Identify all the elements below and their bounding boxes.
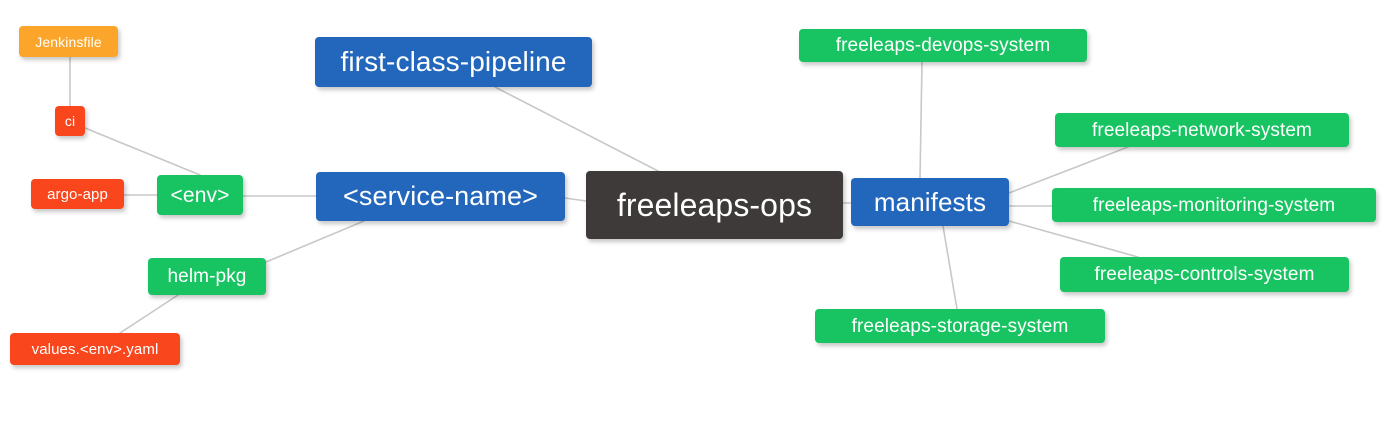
node-helm-pkg[interactable]: helm-pkg: [148, 258, 266, 295]
edge-helm-pkg-to-values-yaml: [119, 294, 179, 334]
node-freeleaps-storage-system[interactable]: freeleaps-storage-system: [815, 309, 1105, 343]
edge-manifests-to-freeleaps-controls-system: [1008, 220, 1139, 258]
node-ci[interactable]: ci: [55, 106, 85, 136]
edge-manifests-to-freeleaps-devops-system: [919, 61, 923, 179]
edge-manifests-to-freeleaps-network-system: [1008, 146, 1129, 194]
node-manifests[interactable]: manifests: [851, 178, 1009, 226]
node-service-name[interactable]: <service-name>: [316, 172, 565, 221]
node-argo-app[interactable]: argo-app: [31, 179, 124, 209]
node-values-yaml[interactable]: values.<env>.yaml: [10, 333, 180, 365]
node-first-class-pipeline[interactable]: first-class-pipeline: [315, 37, 592, 87]
edge-manifests-to-freeleaps-storage-system: [942, 225, 958, 310]
edge-service-name-to-freeleaps-ops: [564, 197, 587, 202]
edge-first-class-pipeline-to-freeleaps-ops: [494, 86, 659, 172]
node-jenkinsfile[interactable]: Jenkinsfile: [19, 26, 118, 57]
node-freeleaps-monitoring-system[interactable]: freeleaps-monitoring-system: [1052, 188, 1376, 222]
edge-ci-to-env: [84, 127, 201, 176]
node-freeleaps-devops-system[interactable]: freeleaps-devops-system: [799, 29, 1087, 62]
node-freeleaps-ops[interactable]: freeleaps-ops: [586, 171, 843, 239]
node-freeleaps-network-system[interactable]: freeleaps-network-system: [1055, 113, 1349, 147]
node-env[interactable]: <env>: [157, 175, 243, 215]
node-freeleaps-controls-system[interactable]: freeleaps-controls-system: [1060, 257, 1349, 292]
edge-service-name-to-helm-pkg: [265, 220, 365, 263]
